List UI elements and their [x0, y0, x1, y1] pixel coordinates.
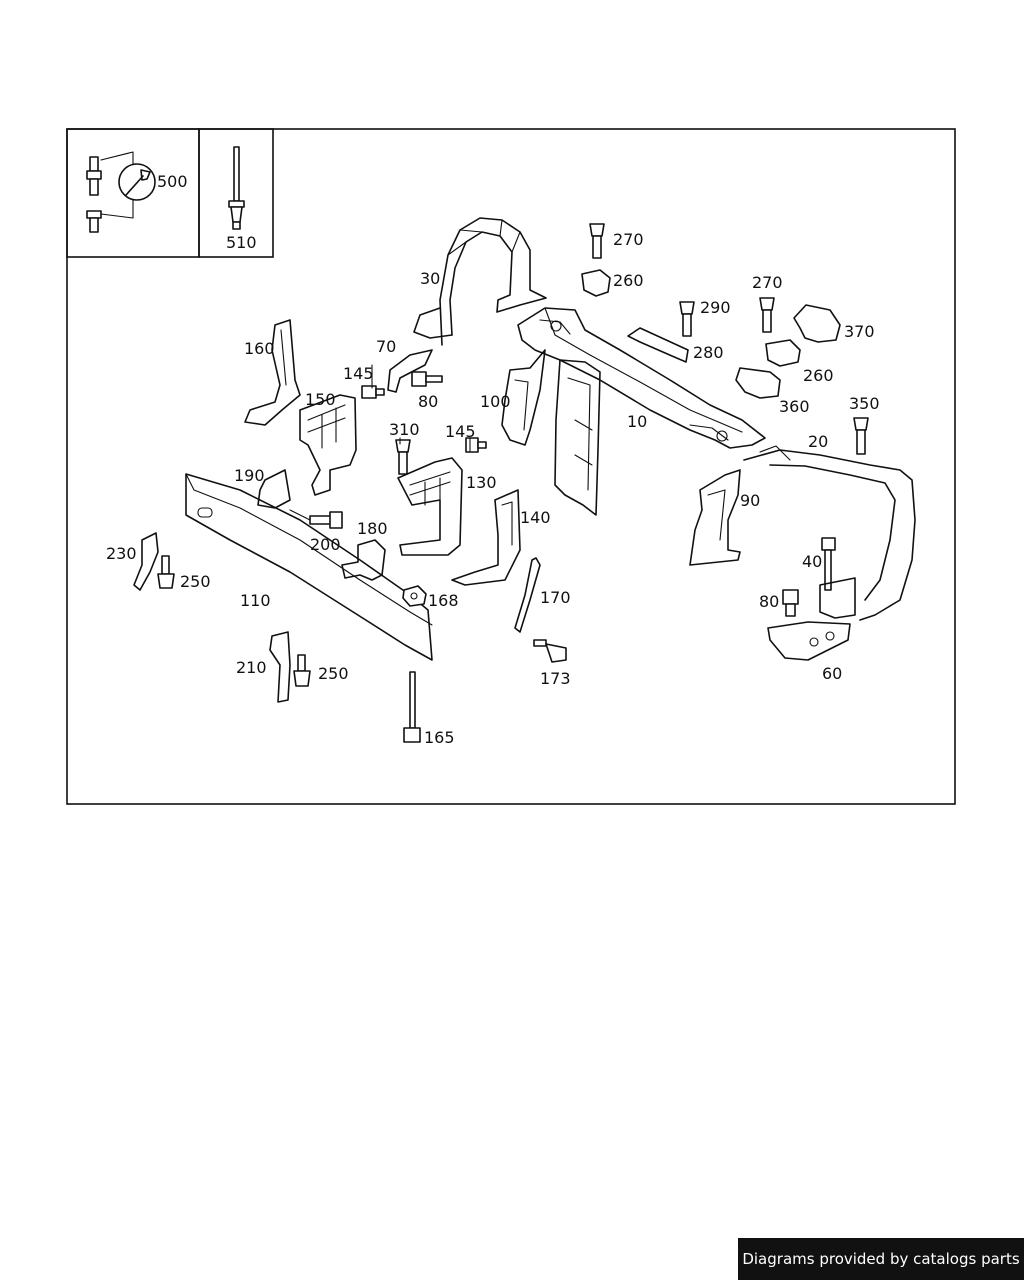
label-173: 173 [540, 669, 571, 688]
part-160-bracket[interactable] [244, 319, 301, 426]
part-173-bolt[interactable] [533, 639, 567, 663]
label-130: 130 [466, 473, 497, 492]
part-280-bar[interactable] [627, 327, 689, 363]
part-30-upper-bracket[interactable] [413, 217, 547, 346]
label-200: 200 [310, 535, 341, 554]
part-270-screw-top[interactable] [589, 223, 605, 259]
label-310: 310 [389, 420, 420, 439]
diagram-frame [66, 128, 956, 805]
label-80-upper: 80 [418, 392, 438, 411]
part-165-bolt[interactable] [403, 671, 421, 743]
part-190-bracket[interactable] [257, 469, 291, 509]
label-150: 150 [305, 390, 336, 409]
label-70: 70 [376, 337, 396, 356]
part-150-bracket[interactable] [299, 394, 357, 496]
part-40-bolt[interactable] [821, 537, 836, 591]
label-260-right: 260 [803, 366, 834, 385]
label-145-left: 145 [343, 364, 374, 383]
label-360: 360 [779, 397, 810, 416]
label-510: 510 [226, 233, 257, 252]
credit-text: Diagrams provided by catalogs parts [742, 1250, 1020, 1268]
part-140-bracket[interactable] [451, 489, 521, 586]
part-110-bumper-beam[interactable] [185, 473, 433, 661]
part-510-bolt[interactable] [228, 146, 245, 230]
label-160: 160 [244, 339, 275, 358]
part-80-bolt-right[interactable] [782, 589, 799, 617]
callout-labels: 500 510 270 260 30 270 290 370 160 70 28… [106, 172, 880, 747]
part-360-bracket[interactable] [735, 367, 781, 399]
part-250-screw-lower[interactable] [293, 654, 311, 687]
credit-banner: Diagrams provided by catalogs parts [738, 1238, 1024, 1280]
wrench-icon [118, 163, 156, 201]
part-500-fasteners[interactable] [86, 151, 134, 233]
label-100: 100 [480, 392, 511, 411]
label-500: 500 [157, 172, 188, 191]
part-80-bolt-upper[interactable] [411, 371, 443, 387]
label-280: 280 [693, 343, 724, 362]
central-vertical-support[interactable] [554, 359, 601, 516]
label-20: 20 [808, 432, 828, 451]
part-250-screw-left[interactable] [157, 555, 175, 589]
label-90: 90 [740, 491, 760, 510]
leader-lines [371, 364, 471, 453]
label-80-right: 80 [759, 592, 779, 611]
label-230: 230 [106, 544, 137, 563]
part-130-bracket[interactable] [397, 457, 463, 556]
part-100-bracket[interactable] [501, 349, 546, 446]
label-370: 370 [844, 322, 875, 341]
label-190: 190 [234, 466, 265, 485]
part-290-screw[interactable] [679, 301, 695, 337]
part-260-clip-top[interactable] [581, 269, 611, 297]
part-210-bracket[interactable] [269, 631, 291, 703]
part-230-bracket[interactable] [133, 532, 159, 591]
part-310-screw[interactable] [395, 439, 411, 475]
part-370-bracket[interactable] [793, 304, 841, 343]
part-180-bracket[interactable] [341, 539, 386, 581]
label-290: 290 [700, 298, 731, 317]
label-40: 40 [802, 552, 822, 571]
part-145-screw-right[interactable] [465, 437, 487, 453]
label-60: 60 [822, 664, 842, 683]
part-260-clip-right[interactable] [765, 339, 801, 367]
label-165: 165 [424, 728, 455, 747]
label-350: 350 [849, 394, 880, 413]
label-180: 180 [357, 519, 388, 538]
part-270-screw-right[interactable] [759, 297, 775, 333]
label-168: 168 [428, 591, 459, 610]
label-110: 110 [240, 591, 271, 610]
label-140: 140 [520, 508, 551, 527]
label-145-right: 145 [445, 422, 476, 441]
label-250-lower: 250 [318, 664, 349, 683]
label-30: 30 [420, 269, 440, 288]
part-350-screw[interactable] [853, 417, 869, 455]
part-90-bracket[interactable] [689, 469, 741, 566]
label-250-left: 250 [180, 572, 211, 591]
part-60-bracket[interactable] [767, 577, 856, 661]
label-260-top: 260 [613, 271, 644, 290]
inset-box-510 [198, 128, 274, 258]
label-270-top: 270 [613, 230, 644, 249]
label-270-right: 270 [752, 273, 783, 292]
part-170-strip[interactable] [514, 557, 541, 633]
part-145-screw-left[interactable] [361, 385, 385, 399]
part-20-right-hoop[interactable] [743, 445, 916, 621]
part-200-bolt[interactable] [289, 509, 343, 529]
label-10: 10 [627, 412, 647, 431]
label-210: 210 [236, 658, 267, 677]
label-170: 170 [540, 588, 571, 607]
part-168-nut[interactable] [402, 585, 427, 607]
